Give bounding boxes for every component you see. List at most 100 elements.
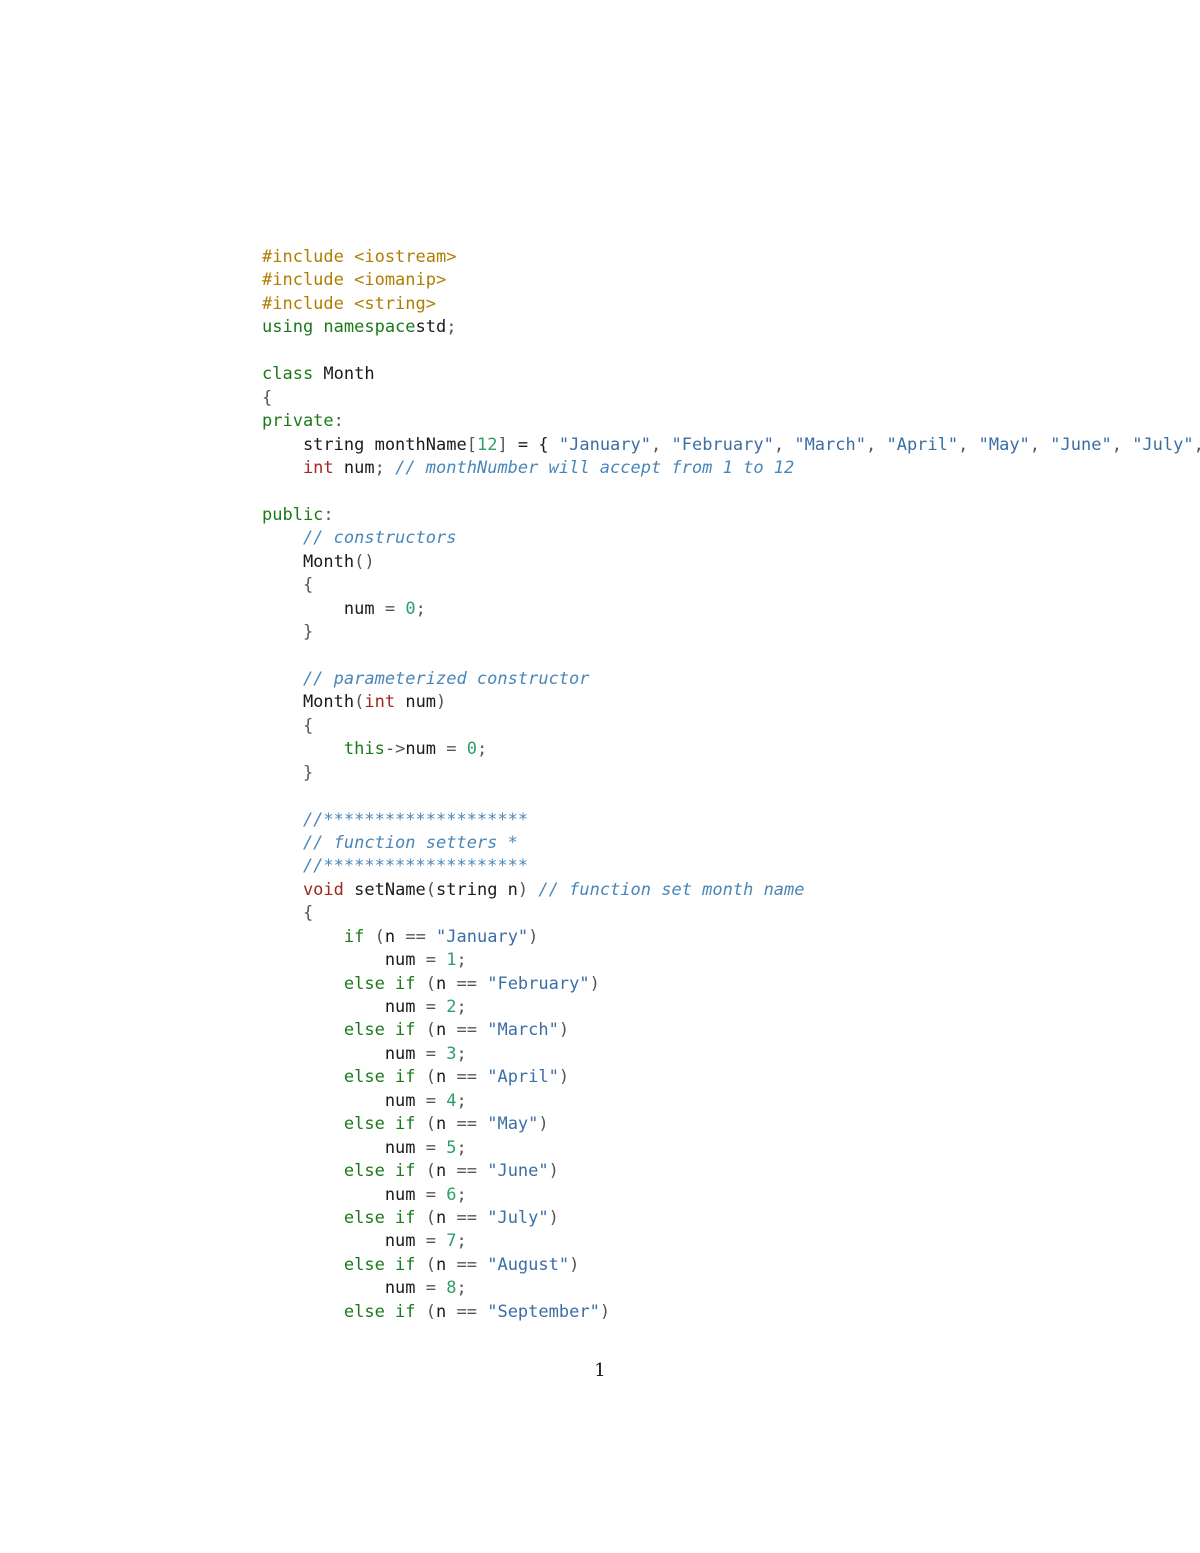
code-token: //******************** bbox=[262, 856, 529, 877]
code-token: string monthName bbox=[262, 434, 467, 455]
code-token: #include <iostream> bbox=[262, 247, 457, 267]
code-line: num = 5; bbox=[262, 1137, 1200, 1160]
code-line: } bbox=[262, 621, 1200, 644]
code-line: using namespacestd; bbox=[262, 316, 1200, 339]
code-line: void setName(string n) // function set m… bbox=[262, 879, 1200, 902]
code-token: ) bbox=[589, 973, 600, 994]
code-token: ; bbox=[446, 317, 457, 338]
code-token: "August" bbox=[487, 1254, 570, 1275]
code-token: ; bbox=[456, 1231, 467, 1252]
code-line: num = 3; bbox=[262, 1043, 1200, 1066]
code-token: { bbox=[262, 903, 314, 924]
code-token: else if bbox=[262, 1114, 416, 1135]
code-token: else if bbox=[262, 1207, 416, 1228]
code-token: { bbox=[262, 575, 314, 596]
code-line: else if (n == "April") bbox=[262, 1066, 1200, 1089]
code-token: ) bbox=[528, 926, 539, 947]
code-token: else if bbox=[262, 1254, 416, 1275]
code-line: else if (n == "August") bbox=[262, 1254, 1200, 1277]
code-token: = bbox=[415, 1043, 447, 1064]
code-token: , bbox=[1194, 435, 1200, 455]
code-line bbox=[262, 644, 1200, 667]
code-token: == bbox=[446, 1114, 488, 1135]
code-token: "January" bbox=[436, 926, 529, 947]
code-token: ; bbox=[456, 950, 467, 971]
code-token: num bbox=[333, 457, 375, 478]
code-token: "July" bbox=[1132, 434, 1194, 455]
code-line: { bbox=[262, 715, 1200, 738]
code-token: ; bbox=[456, 1090, 467, 1111]
code-token: "July" bbox=[487, 1207, 549, 1228]
code-token: ; bbox=[456, 1278, 467, 1299]
code-token: = bbox=[415, 1090, 447, 1111]
code-token: ) bbox=[558, 1020, 570, 1041]
code-token: n bbox=[436, 1020, 447, 1041]
code-line: Month() bbox=[262, 551, 1200, 574]
code-line bbox=[262, 340, 1200, 363]
code-token: num bbox=[262, 1043, 416, 1064]
code-token: #include <iomanip> bbox=[262, 270, 447, 291]
code-token: 7 bbox=[446, 1231, 457, 1252]
code-token: ; bbox=[456, 997, 467, 1017]
code-token: "February" bbox=[671, 434, 774, 455]
code-token: ; bbox=[477, 739, 488, 760]
code-token: #include <string> bbox=[262, 293, 436, 314]
code-line: // constructors bbox=[262, 527, 1200, 550]
code-line: else if (n == "July") bbox=[262, 1207, 1200, 1230]
code-token: ) bbox=[599, 1301, 611, 1322]
code-token: "March" bbox=[487, 1020, 559, 1041]
code-token: num bbox=[262, 1090, 416, 1111]
code-token: n bbox=[436, 1207, 447, 1228]
code-token: ) bbox=[558, 1067, 570, 1088]
code-token: } bbox=[262, 762, 314, 783]
code-token: 1 bbox=[446, 950, 457, 971]
code-line: string monthName[12] = { "January", "Feb… bbox=[262, 434, 1200, 457]
code-token: "May" bbox=[978, 434, 1030, 455]
code-line: num = 2; bbox=[262, 996, 1200, 1019]
code-token: -> bbox=[384, 739, 406, 760]
code-token: using namespace bbox=[262, 317, 416, 338]
code-token: 12 bbox=[476, 434, 498, 455]
code-token: == bbox=[446, 1254, 488, 1275]
code-token: "March" bbox=[794, 434, 866, 455]
code-token: = bbox=[415, 1231, 447, 1252]
code-token: = bbox=[415, 950, 447, 971]
code-token: , bbox=[1029, 434, 1051, 455]
code-line: else if (n == "September") bbox=[262, 1301, 1200, 1324]
code-token: n bbox=[436, 1161, 447, 1182]
code-token: num bbox=[262, 1231, 416, 1252]
code-line: num = 7; bbox=[262, 1230, 1200, 1253]
code-token: n bbox=[384, 926, 396, 947]
code-token: = bbox=[415, 1137, 447, 1158]
code-line: #include <iostream> bbox=[262, 246, 1200, 269]
code-line: class Month bbox=[262, 363, 1200, 386]
code-token: int bbox=[364, 692, 396, 713]
code-token: "June" bbox=[487, 1161, 549, 1182]
code-line: #include <iomanip> bbox=[262, 269, 1200, 292]
code-token: 4 bbox=[446, 1090, 457, 1111]
code-token: ( bbox=[415, 1067, 437, 1088]
code-line: { bbox=[262, 574, 1200, 597]
code-token: ) bbox=[548, 1161, 559, 1182]
code-token: () bbox=[354, 551, 375, 572]
code-token: = bbox=[415, 997, 447, 1017]
code-token: num bbox=[262, 1184, 416, 1205]
code-line: } bbox=[262, 762, 1200, 785]
code-line: num = 8; bbox=[262, 1277, 1200, 1300]
page-number: 1 bbox=[594, 1360, 606, 1381]
code-token: , bbox=[865, 434, 887, 455]
code-line: else if (n == "May") bbox=[262, 1113, 1200, 1136]
code-line: else if (n == "June") bbox=[262, 1160, 1200, 1183]
code-token: ) bbox=[569, 1254, 580, 1275]
code-line: #include <string> bbox=[262, 293, 1200, 316]
code-token: ; bbox=[456, 1043, 467, 1064]
code-token: , bbox=[958, 434, 979, 455]
code-token: string n bbox=[436, 879, 518, 900]
code-line: // parameterized constructor bbox=[262, 668, 1200, 691]
code-line: //******************** bbox=[262, 855, 1200, 878]
code-token: ) bbox=[538, 1114, 549, 1135]
code-token: int bbox=[262, 457, 334, 478]
code-token: ( bbox=[415, 973, 437, 994]
code-token: = bbox=[415, 1184, 447, 1205]
code-line: num = 1; bbox=[262, 949, 1200, 972]
